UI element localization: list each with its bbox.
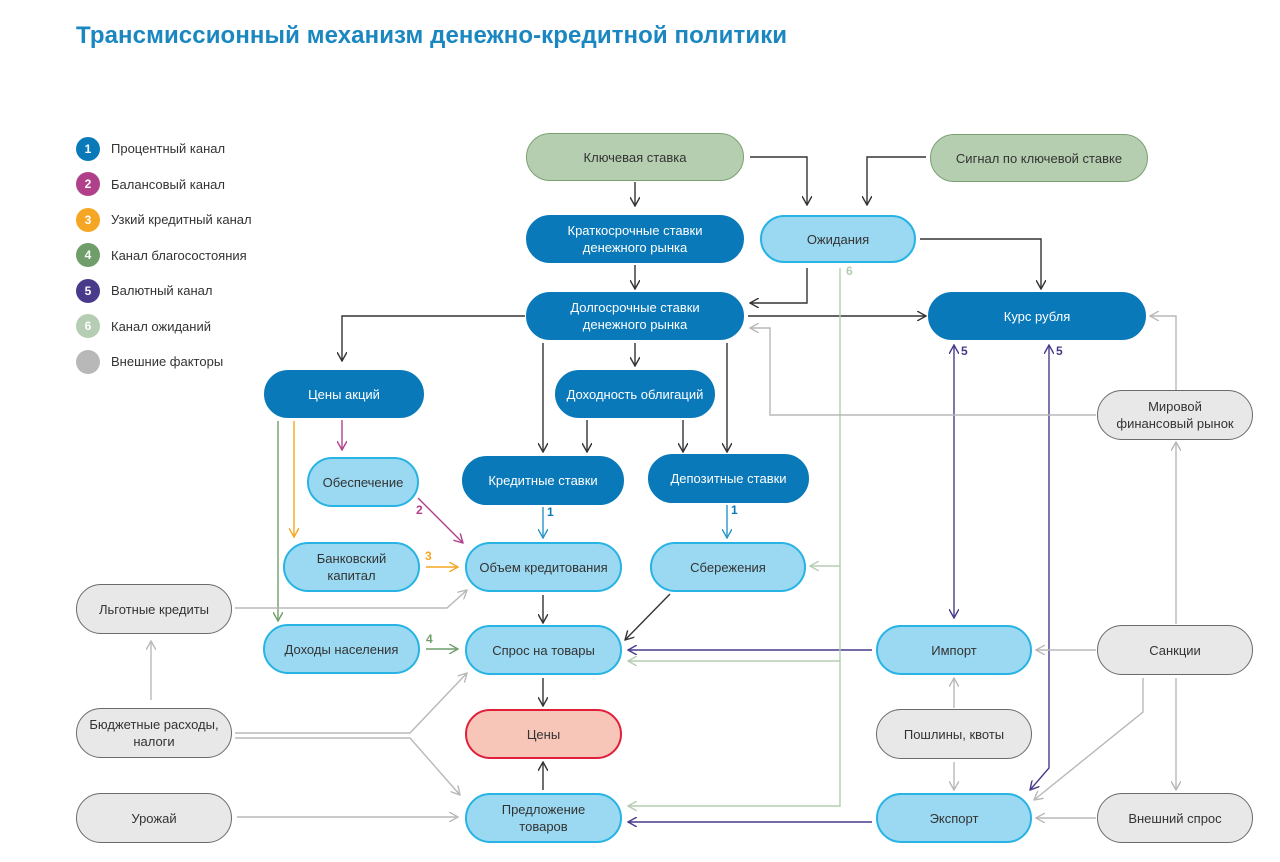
node-short-rates[interactable]: Краткосрочные ставки денежного рынка xyxy=(526,215,744,263)
node-expectations[interactable]: Ожидания xyxy=(760,215,916,263)
node-harvest[interactable]: Урожай xyxy=(76,793,232,843)
node-key-rate[interactable]: Ключевая ставка xyxy=(526,133,744,181)
channel-2-label: 2 xyxy=(416,503,423,517)
legend-label: Канал ожиданий xyxy=(111,318,211,334)
legend-label: Узкий кредитный канал xyxy=(111,212,252,228)
arrow-savings-to-demand xyxy=(625,593,671,640)
node-world-market[interactable]: Мировой финансовый рынок xyxy=(1097,390,1253,440)
node-sanctions[interactable]: Санкции xyxy=(1097,625,1253,675)
channel-1-label: 1 xyxy=(547,505,554,519)
channel-5-label: 5 xyxy=(961,344,968,358)
arrow-sanctions-to-export xyxy=(1034,678,1144,800)
node-deposit-rates[interactable]: Депозитные ставки xyxy=(648,454,809,503)
arrow-signal-to-expectations xyxy=(867,156,926,205)
channel-5-label: 5 xyxy=(1056,344,1063,358)
arrow-key-to-expectations xyxy=(750,156,807,205)
channel-4-label: 4 xyxy=(426,632,433,646)
arrow-world-to-long xyxy=(750,328,1096,416)
arrow-ruble-export xyxy=(1030,345,1049,790)
legend-label: Валютный канал xyxy=(111,283,213,299)
channel-6-label: 6 xyxy=(846,264,853,278)
node-export[interactable]: Экспорт xyxy=(876,793,1032,843)
legend-label: Процентный канал xyxy=(111,141,226,157)
channel-6-badge: 6 xyxy=(76,314,100,339)
arrow-expectations-to-ruble xyxy=(920,238,1041,289)
legend: 1 Процентный канал 2 Балансовый канал 3 … xyxy=(76,131,252,380)
node-savings[interactable]: Сбережения xyxy=(650,542,806,592)
channel-5-badge: 5 xyxy=(76,278,100,303)
node-goods-demand[interactable]: Спрос на товары xyxy=(465,625,622,675)
node-import[interactable]: Импорт xyxy=(876,625,1032,675)
arrow-expectations-channel6 xyxy=(628,268,841,806)
node-prices[interactable]: Цены xyxy=(465,709,622,759)
external-factors-badge xyxy=(76,349,100,374)
legend-item-narrow-credit: 3 Узкий кредитный канал xyxy=(76,202,252,238)
arrow-budget-to-supply xyxy=(235,737,460,795)
legend-item-interest: 1 Процентный канал xyxy=(76,131,252,167)
node-stock-prices[interactable]: Цены акций xyxy=(264,370,424,418)
legend-label: Внешние факторы xyxy=(111,354,224,370)
node-duties-quotas[interactable]: Пошлины, квоты xyxy=(876,709,1032,759)
node-household-income[interactable]: Доходы населения xyxy=(263,624,420,674)
node-bank-capital[interactable]: Банковский капитал xyxy=(283,542,420,592)
page-title: Трансмиссионный механизм денежно-кредитн… xyxy=(76,22,788,49)
node-external-demand[interactable]: Внешний спрос xyxy=(1097,793,1253,843)
node-long-rates[interactable]: Долгосрочные ставки денежного рынка xyxy=(526,292,744,340)
arrow-collateral-to-lending xyxy=(417,497,463,543)
node-goods-supply[interactable]: Предложение товаров xyxy=(465,793,622,843)
channel-1-badge: 1 xyxy=(76,136,100,161)
channel-3-label: 3 xyxy=(425,549,432,563)
legend-item-currency: 5 Валютный канал xyxy=(76,273,252,309)
channel-1-label: 1 xyxy=(731,503,738,517)
arrow-budget-to-demand xyxy=(235,673,467,734)
channel-2-badge: 2 xyxy=(76,172,100,197)
node-credit-rates[interactable]: Кредитные ставки xyxy=(462,456,624,505)
arrow-long-to-stocks xyxy=(342,315,525,361)
node-ruble-rate[interactable]: Курс рубля xyxy=(928,292,1146,340)
legend-item-wealth: 4 Канал благосостояния xyxy=(76,238,252,274)
channel-3-badge: 3 xyxy=(76,207,100,232)
node-subsidized-loans[interactable]: Льготные кредиты xyxy=(76,584,232,634)
node-lending-volume[interactable]: Объем кредитования xyxy=(465,542,622,592)
legend-item-balance: 2 Балансовый канал xyxy=(76,167,252,203)
node-key-rate-signal[interactable]: Сигнал по ключевой ставке xyxy=(930,134,1148,182)
legend-label: Балансовый канал xyxy=(111,176,225,192)
channel-4-badge: 4 xyxy=(76,243,100,268)
arrow-subsidized-to-lending xyxy=(235,590,467,609)
legend-label: Канал благосостояния xyxy=(111,247,247,263)
node-budget[interactable]: Бюджетные расходы, налоги xyxy=(76,708,232,758)
arrow-world-to-ruble xyxy=(1150,316,1177,390)
node-bond-yield[interactable]: Доходность облигаций xyxy=(555,370,715,418)
legend-item-expectations: 6 Канал ожиданий xyxy=(76,309,252,345)
legend-item-external: Внешние факторы xyxy=(76,344,252,380)
arrow-expectations-to-long xyxy=(750,268,808,303)
node-collateral[interactable]: Обеспечение xyxy=(307,457,419,507)
